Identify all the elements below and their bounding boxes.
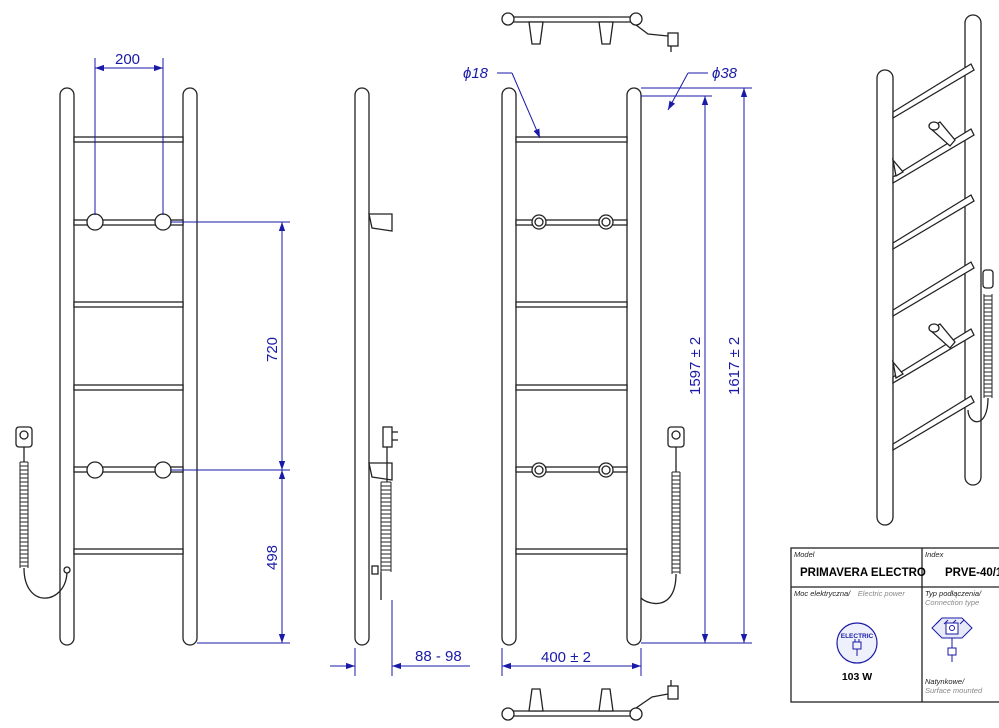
- side-lower-holder: [368, 462, 393, 481]
- rear-left-rail: [501, 87, 517, 646]
- dim-rail-spacing: 200: [115, 51, 140, 68]
- front-plug-icon: [15, 426, 71, 599]
- bottom-plug-icon: [667, 685, 679, 700]
- dim-height-total: 1617 ± 2: [726, 337, 743, 395]
- rear-dimensions: [497, 72, 752, 676]
- perspective-plug-icon: [967, 269, 994, 423]
- dim-height-inner: 1597 ± 2: [687, 337, 704, 395]
- front-view: [15, 87, 198, 646]
- front-right-rail: [182, 87, 198, 646]
- perspective-view: [876, 14, 994, 526]
- side-view: [354, 87, 398, 646]
- electric-badge-text: ELECTRIC: [841, 633, 874, 640]
- front-bars: [73, 136, 184, 555]
- dim-lower-holder-height: 498: [264, 545, 281, 570]
- index-value: PRVE-40/16: [945, 567, 999, 579]
- perspective-back-rail: [964, 14, 982, 486]
- top-view: [501, 12, 679, 52]
- rear-bars: [515, 136, 628, 555]
- electric-badge-icon: ELECTRIC: [836, 622, 878, 664]
- index-label: Index: [925, 550, 944, 559]
- rear-wall-mounts: [531, 214, 614, 478]
- dim-bar-diameter: ϕ18: [463, 65, 489, 82]
- side-plug-icon: [371, 426, 398, 600]
- perspective-holders: [891, 121, 956, 380]
- front-wall-holders: [86, 213, 172, 479]
- rear-view: [501, 87, 685, 646]
- dim-rail-diameter: ϕ38: [712, 65, 738, 82]
- top-plug-icon: [667, 32, 679, 47]
- rear-right-rail: [626, 87, 642, 646]
- title-block: Model PRIMAVERA ELECTRO Index PRVE-40/16…: [790, 547, 999, 703]
- front-left-rail: [59, 87, 75, 646]
- power-value: 103 W: [842, 671, 872, 683]
- side-rail: [354, 87, 370, 646]
- dim-width: 400 ± 2: [541, 649, 591, 666]
- connection-label: Typ podłączenia/: [925, 589, 982, 598]
- dim-holder-spacing: 720: [264, 337, 281, 362]
- model-label: Model: [794, 550, 815, 559]
- mount-label: Natynkowe/: [925, 677, 965, 686]
- front-dimensions: [94, 58, 290, 644]
- connection-label-en: Connection type: [925, 598, 979, 607]
- mount-label-en: Surface mounted: [925, 686, 983, 695]
- power-label: Moc elektryczna/ Electric power: [794, 583, 905, 600]
- surface-socket-icon: [931, 617, 973, 662]
- front-coil-cable: [19, 461, 29, 568]
- dim-wall-distance: 88 - 98: [415, 648, 462, 665]
- perspective-front-rail: [876, 69, 894, 526]
- side-dimensions: [330, 600, 470, 676]
- rear-plug-icon: [640, 426, 685, 605]
- side-upper-holder: [368, 213, 393, 232]
- bottom-view: [501, 680, 679, 721]
- model-value: PRIMAVERA ELECTRO: [800, 567, 926, 579]
